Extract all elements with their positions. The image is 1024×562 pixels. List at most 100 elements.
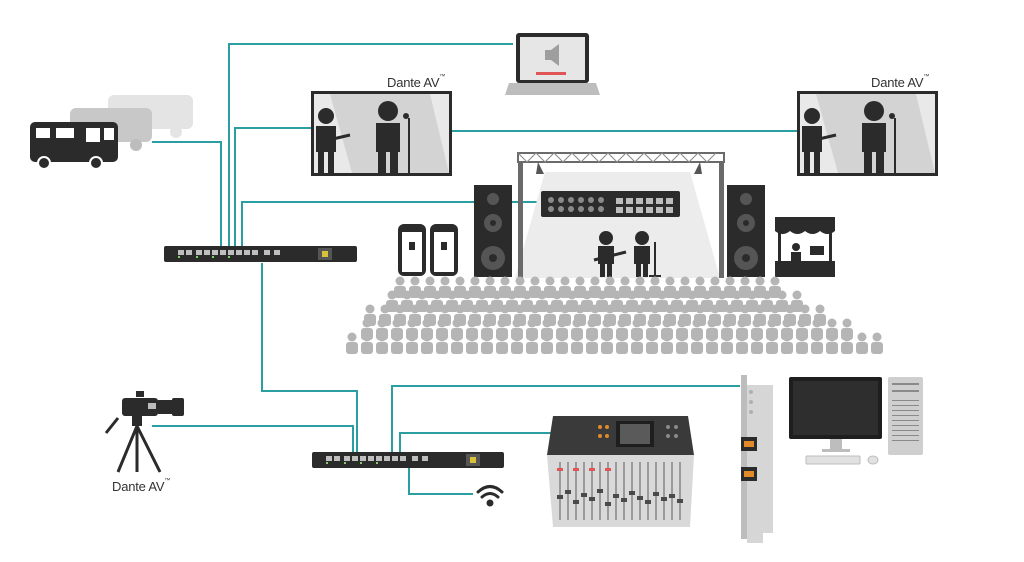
crowd-person-head bbox=[695, 276, 705, 286]
loudspeaker-icon bbox=[727, 185, 765, 277]
crowd-person-body bbox=[766, 342, 778, 354]
crowd-person-head bbox=[482, 332, 492, 342]
line-screen-left bbox=[234, 127, 311, 248]
crowd-person-head bbox=[722, 318, 732, 328]
crowd-person-body bbox=[601, 342, 613, 354]
crowd-person-head bbox=[455, 304, 465, 314]
crowd-person-head bbox=[650, 304, 660, 314]
crowd-person-head bbox=[545, 276, 555, 286]
crowd-person-head bbox=[842, 332, 852, 342]
crowd-person-head bbox=[815, 304, 825, 314]
crowd-person-head bbox=[425, 304, 435, 314]
crowd-person-head bbox=[785, 304, 795, 314]
line-camera bbox=[152, 425, 354, 452]
label-text: Dante AV bbox=[871, 75, 924, 90]
audio-mixer-icon bbox=[547, 416, 694, 527]
crowd-person-head bbox=[632, 318, 642, 328]
crowd-person-head bbox=[662, 332, 672, 342]
crowd-person-head bbox=[392, 332, 402, 342]
crowd-person-head bbox=[410, 276, 420, 286]
crowd-person-head bbox=[642, 290, 652, 300]
crowd-person-head bbox=[732, 290, 742, 300]
video-screen-icon bbox=[797, 91, 938, 176]
crowd-person-head bbox=[530, 304, 540, 314]
food-stand-icon bbox=[775, 217, 835, 277]
line-pcie bbox=[391, 385, 740, 452]
crowd-person-head bbox=[612, 290, 622, 300]
crowd-person-head bbox=[437, 318, 447, 328]
crowd-person-body bbox=[391, 342, 403, 354]
crowd-person-head bbox=[425, 276, 435, 286]
crowd-person-head bbox=[542, 318, 552, 328]
crowd-person-head bbox=[797, 318, 807, 328]
crowd-person-head bbox=[575, 276, 585, 286]
crowd-person-head bbox=[827, 332, 837, 342]
crowd-person-head bbox=[587, 318, 597, 328]
line-stage-mixer bbox=[241, 201, 543, 248]
crowd-person-head bbox=[365, 304, 375, 314]
crowd-person-body bbox=[481, 342, 493, 354]
network-connections bbox=[152, 43, 797, 495]
crowd-person-head bbox=[515, 276, 525, 286]
crowd-person-body bbox=[586, 342, 598, 354]
crowd-person-body bbox=[841, 342, 853, 354]
crowd-person-head bbox=[657, 290, 667, 300]
network-switch-icon bbox=[164, 246, 357, 262]
crowd-person-body bbox=[526, 342, 538, 354]
crowd-person-head bbox=[557, 332, 567, 342]
crowd-person-head bbox=[755, 276, 765, 286]
crowd-person-head bbox=[530, 276, 540, 286]
crowd-person-head bbox=[605, 276, 615, 286]
crowd-person-head bbox=[687, 290, 697, 300]
crowd-person-head bbox=[677, 332, 687, 342]
crowd-person-head bbox=[770, 276, 780, 286]
crowd-person-head bbox=[617, 332, 627, 342]
crowd-person-head bbox=[567, 290, 577, 300]
crowd-person-head bbox=[752, 318, 762, 328]
crowd-person-body bbox=[736, 342, 748, 354]
crowd-person-body bbox=[721, 342, 733, 354]
crowd-person-head bbox=[557, 318, 567, 328]
crowd-person-head bbox=[755, 304, 765, 314]
crowd-person-head bbox=[627, 290, 637, 300]
pcie-card-icon bbox=[741, 375, 773, 543]
crowd-person-head bbox=[500, 276, 510, 286]
crowd-person-body bbox=[811, 342, 823, 354]
crowd-person-head bbox=[620, 304, 630, 314]
crowd-person-head bbox=[440, 276, 450, 286]
crowd-person-head bbox=[422, 332, 432, 342]
crowd-person-head bbox=[575, 304, 585, 314]
crowd-person-head bbox=[872, 332, 882, 342]
crowd-person-head bbox=[377, 318, 387, 328]
crowd-person-head bbox=[650, 276, 660, 286]
crowd-person-head bbox=[402, 290, 412, 300]
camera-dante-av-label: Dante AV™ bbox=[112, 478, 170, 494]
crowd-person-body bbox=[856, 342, 868, 354]
line-switch-link bbox=[261, 263, 358, 452]
crowd-person-head bbox=[762, 290, 772, 300]
crowd-person-head bbox=[665, 304, 675, 314]
crowd-person-head bbox=[467, 318, 477, 328]
crowd-person-head bbox=[662, 318, 672, 328]
crowd-person-head bbox=[437, 332, 447, 342]
crowd-person-head bbox=[680, 276, 690, 286]
crowd-person-head bbox=[500, 304, 510, 314]
crowd-person-body bbox=[466, 342, 478, 354]
crowd-person-head bbox=[812, 318, 822, 328]
crowd-person-body bbox=[631, 342, 643, 354]
crowd-person-body bbox=[511, 342, 523, 354]
crowd-person-head bbox=[452, 318, 462, 328]
crowd-person-body bbox=[751, 342, 763, 354]
crowd-person-head bbox=[512, 332, 522, 342]
crowd-person-head bbox=[722, 332, 732, 342]
crowd-person-body bbox=[691, 342, 703, 354]
crowd-person-head bbox=[777, 290, 787, 300]
crowd-person-head bbox=[797, 332, 807, 342]
crowd-person-head bbox=[452, 332, 462, 342]
crowd-person-head bbox=[632, 332, 642, 342]
stage-truss-icon bbox=[515, 152, 725, 278]
crowd-person-body bbox=[871, 342, 883, 354]
crowd-person-head bbox=[422, 318, 432, 328]
crowd-person-head bbox=[432, 290, 442, 300]
crowd-person-head bbox=[590, 276, 600, 286]
